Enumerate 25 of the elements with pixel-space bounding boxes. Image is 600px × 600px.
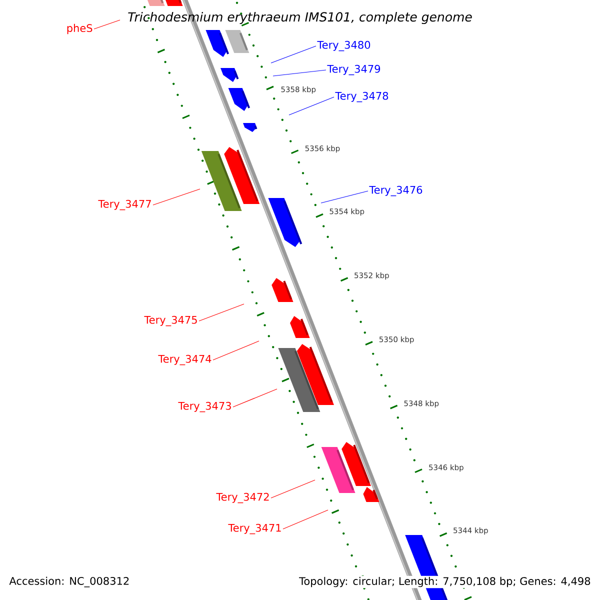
leader-line xyxy=(288,96,334,116)
gene-label: Tery_3479 xyxy=(327,64,380,76)
leader-line xyxy=(272,70,326,76)
leader-line xyxy=(198,304,244,322)
accession-text: Accession: NC_008312 xyxy=(9,576,129,588)
gene-label: Tery_3474 xyxy=(158,354,212,366)
gene-label: Tery_3477 xyxy=(98,200,151,210)
gene-label: Tery_3478 xyxy=(335,92,388,102)
gene-label: Tery_3471 xyxy=(228,524,281,534)
genome-info-text: Topology: circular; Length: 7,750,108 bp; Genes: 4,498 xyxy=(298,576,592,588)
gene-label: Tery_3472 xyxy=(216,492,269,504)
gene-label: Tery_3475 xyxy=(144,316,197,326)
leader-line xyxy=(270,480,316,498)
gene-label: Tery_3480 xyxy=(317,40,370,52)
gene-label: Tery_3476 xyxy=(369,186,422,196)
leader-line xyxy=(94,20,120,30)
leader-line xyxy=(232,388,278,408)
gene-label: Tery_3473 xyxy=(178,402,231,412)
leader-line xyxy=(270,46,316,64)
gene-label: pheS xyxy=(67,24,92,34)
leader-line xyxy=(282,510,328,530)
leader-line xyxy=(212,340,260,360)
leader-line xyxy=(320,190,368,204)
title: Trichodesmium erythraeum IMS101, complete genome xyxy=(128,12,472,24)
leader-line xyxy=(152,188,200,206)
